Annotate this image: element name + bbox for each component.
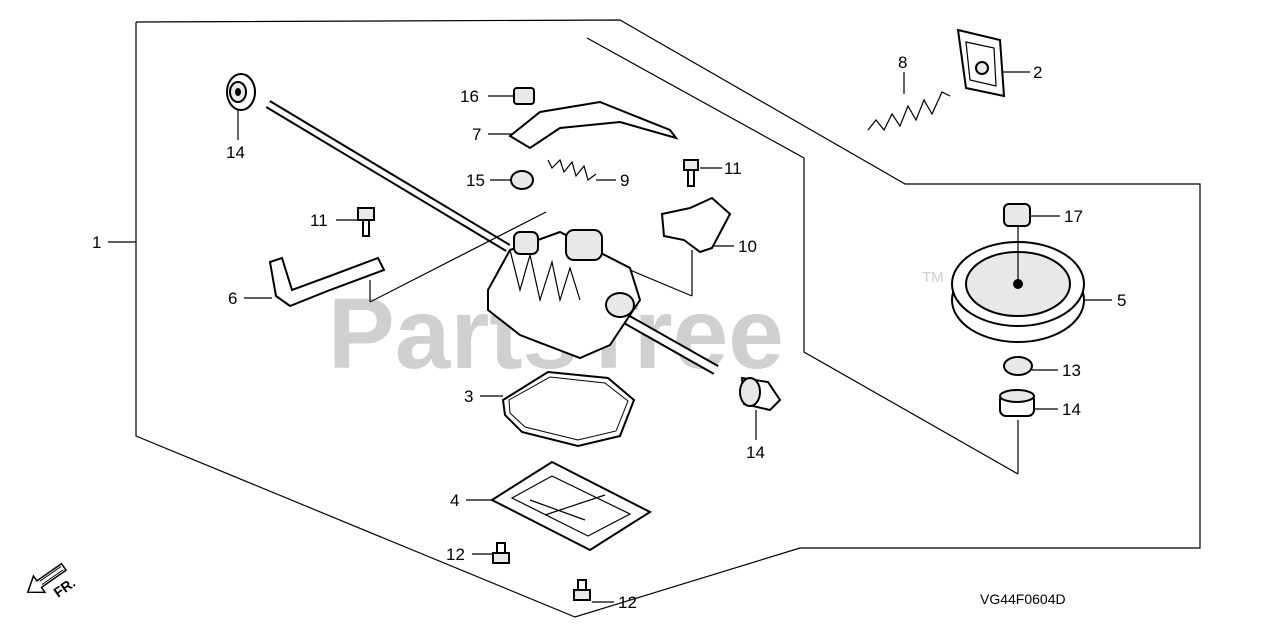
bolt-12-bottom (573, 579, 591, 601)
callout-14-right: 14 (746, 443, 765, 462)
nut-17 (1003, 203, 1031, 227)
assembly-boundary (135, 19, 1201, 618)
callout-14-pulley: 14 (1062, 400, 1081, 419)
bearing-left (226, 73, 256, 111)
arrow-down-left-icon (26, 562, 68, 594)
plate-2 (956, 28, 1006, 98)
nut-16 (513, 87, 535, 105)
leader-lines (108, 71, 1112, 603)
spring-9 (547, 158, 597, 182)
callout-9: 9 (620, 171, 629, 190)
gasket (501, 370, 636, 448)
pulley (951, 241, 1085, 343)
bolt-12-left (492, 542, 510, 564)
callout-11-left: 11 (310, 211, 328, 230)
washer-13 (1003, 356, 1033, 376)
bearing-right (739, 376, 782, 412)
diagram-code: VG44F0604D (980, 591, 1066, 607)
collar-15 (510, 170, 534, 190)
callout-16: 16 (460, 87, 479, 106)
bolt-11-left (357, 207, 375, 237)
callout-2: 2 (1033, 63, 1042, 82)
callout-7: 7 (472, 125, 481, 144)
callout-13: 13 (1062, 361, 1081, 380)
callout-12-bottom: 12 (618, 593, 637, 612)
bracket-10 (660, 196, 732, 254)
transmission-housing (487, 229, 642, 360)
callout-10: 10 (738, 237, 757, 256)
callout-6: 6 (228, 289, 237, 308)
callout-15: 15 (466, 171, 485, 190)
bushing-14 (999, 389, 1035, 417)
callout-12-left: 12 (446, 545, 465, 564)
callout-8: 8 (898, 53, 907, 72)
callout-1: 1 (92, 233, 101, 252)
watermark-tm: TM (922, 269, 944, 286)
callout-11-right: 11 (724, 159, 742, 178)
bolt-11-right (683, 159, 699, 187)
control-arm (508, 100, 679, 150)
callout-17: 17 (1064, 207, 1083, 226)
spring-8 (867, 91, 951, 132)
callout-5: 5 (1117, 291, 1126, 310)
callout-4: 4 (450, 491, 459, 510)
shift-lever (268, 256, 386, 308)
callout-3: 3 (464, 387, 473, 406)
cover-plate (489, 460, 653, 552)
callout-14-left: 14 (226, 143, 245, 162)
sub-assembly-boundary (586, 37, 1019, 475)
